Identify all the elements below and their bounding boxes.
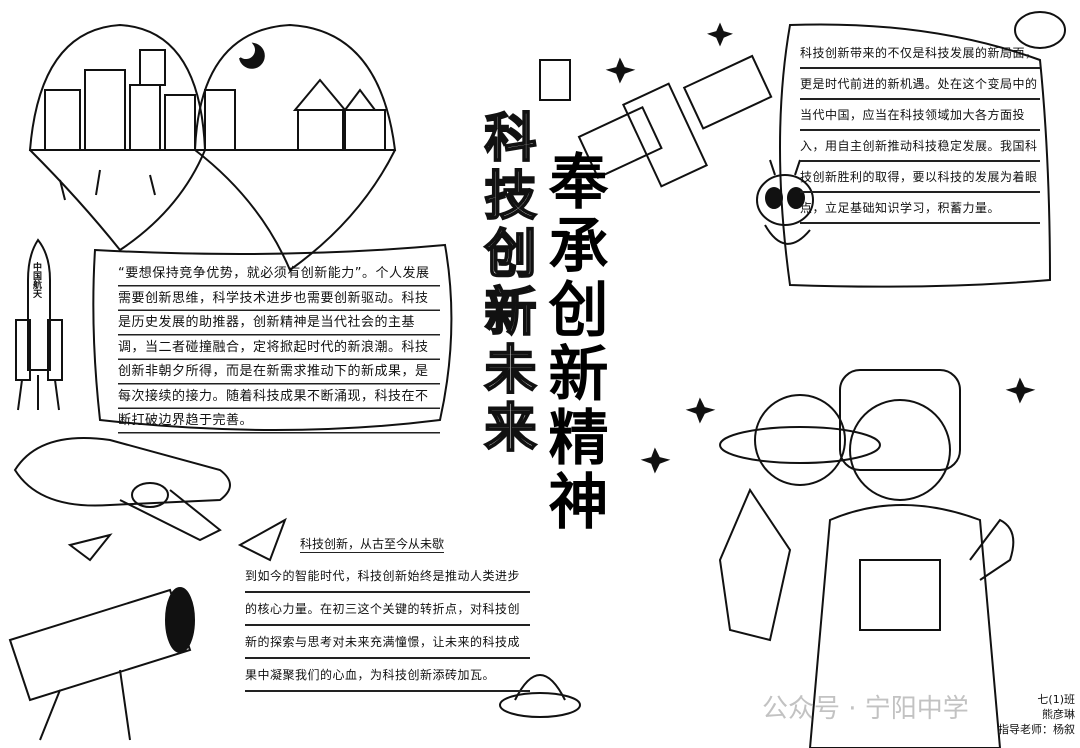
bottom-text-block: 到如今的智能时代，科技创新始终是推动人类进步的核心力量。在初三这个关键的转折点，… <box>245 560 530 692</box>
credits: 七(1)班 熊彦琳 指导老师：杨叙 <box>990 692 1075 737</box>
planet <box>719 394 881 486</box>
credit-name: 熊彦琳 <box>1042 708 1075 721</box>
watermark: 公众号 · 宁阳中学 <box>762 694 969 724</box>
left-paragraph: “要想保持竞争优势，就必须有创新能力”。个人发展需要创新思维，科学技术进步也需要… <box>118 262 440 434</box>
rocket-label: 中国航天 <box>31 262 41 298</box>
bottom-heading: 科技创新，从古至今从未歇 <box>300 537 445 553</box>
floating-island-city-right <box>193 23 397 272</box>
satellite <box>539 54 773 188</box>
title-bold: 奉承创新精神 <box>538 150 608 534</box>
floating-island-city-left <box>28 23 207 252</box>
rocket <box>15 238 63 411</box>
left-text-frame <box>92 243 453 431</box>
bottom-paragraph: 到如今的智能时代，科技创新始终是推动人类进步的核心力量。在初三这个关键的转折点，… <box>245 560 530 692</box>
title-outline: 科技创新未来 <box>474 109 536 459</box>
right-text-block: 科技创新带来的不仅是科技发展的新局面，更是时代前进的新机遇。处在这个变局中的当代… <box>800 38 1040 224</box>
credit-class: 七(1)班 <box>1037 693 1075 706</box>
airplane <box>13 437 231 542</box>
right-paragraph: 科技创新带来的不仅是科技发展的新局面，更是时代前进的新机遇。处在这个变局中的当代… <box>800 38 1040 224</box>
paper-plane <box>67 517 287 562</box>
telescope <box>8 587 195 741</box>
left-text-block: “要想保持竞争优势，就必须有创新能力”。个人发展需要创新思维，科学技术进步也需要… <box>118 262 440 434</box>
astronaut <box>808 369 1015 748</box>
small-rocket <box>718 487 792 642</box>
stars <box>605 22 1036 474</box>
credit-teacher: 指导老师：杨叙 <box>998 723 1075 736</box>
